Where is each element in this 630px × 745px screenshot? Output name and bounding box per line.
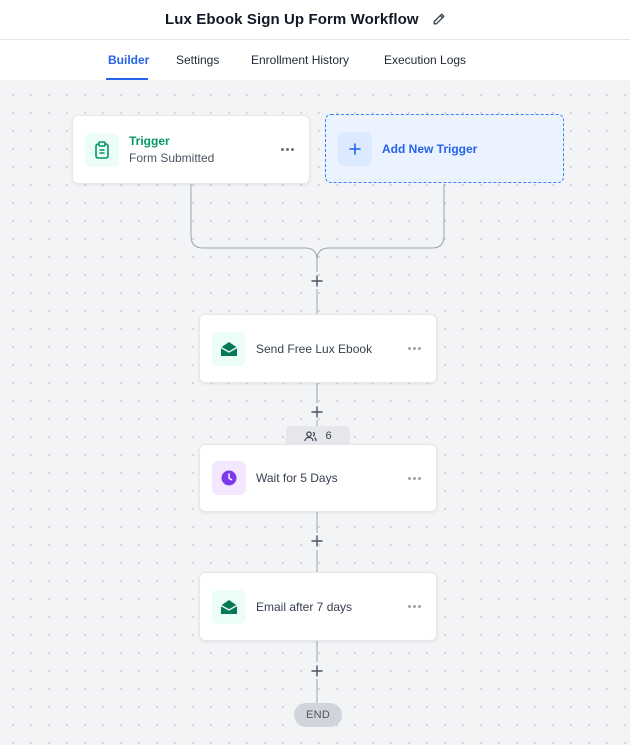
tab-settings[interactable]: Settings: [176, 53, 220, 67]
step-icon-box: [212, 331, 246, 366]
end-node: END: [294, 703, 342, 727]
plus-icon: [311, 535, 323, 547]
active-tab-indicator: [106, 78, 148, 80]
envelope-open-icon: [220, 341, 238, 356]
enrolled-count-badge[interactable]: 6: [286, 426, 350, 446]
more-icon: [407, 347, 411, 350]
pencil-icon: [433, 13, 445, 25]
clipboard-icon: [95, 140, 109, 159]
trigger-more-button[interactable]: [277, 142, 297, 158]
plus-icon: [311, 665, 323, 677]
step-more-button[interactable]: [404, 470, 424, 486]
envelope-open-icon: [220, 599, 238, 614]
add-step-button[interactable]: [310, 534, 324, 548]
step-more-button[interactable]: [404, 599, 424, 615]
tab-bar: Builder Settings Enrollment History Exec…: [0, 40, 630, 80]
step-label: Email after 7 days: [256, 599, 353, 614]
step-label: Wait for 5 Days: [256, 471, 338, 485]
add-step-button[interactable]: [310, 664, 324, 678]
trigger-subtitle: Form Submitted: [129, 151, 215, 165]
step-label: Send Free Lux Ebook: [256, 341, 373, 356]
plus-icon: [311, 406, 323, 418]
step-icon-box: [212, 461, 246, 495]
step-icon-box: [212, 589, 246, 624]
step-card-send-email[interactable]: Send Free Lux Ebook: [199, 314, 437, 383]
add-trigger-label: Add New Trigger: [382, 141, 478, 156]
more-icon: [280, 148, 284, 151]
step-card-wait[interactable]: Wait for 5 Days: [199, 444, 437, 512]
clock-icon: [221, 470, 237, 486]
trigger-icon-box: [85, 132, 119, 167]
more-icon: [407, 476, 411, 480]
add-trigger-icon-box: [338, 131, 372, 166]
trigger-label: Trigger: [129, 134, 170, 148]
enrolled-count: 6: [325, 430, 332, 442]
add-step-button[interactable]: [310, 274, 324, 288]
step-more-button[interactable]: [404, 341, 424, 357]
workflow-header: Lux Ebook Sign Up Form Workflow: [0, 0, 630, 40]
plus-icon: [349, 142, 361, 155]
tab-enrollment-history[interactable]: Enrollment History: [251, 53, 350, 67]
more-icon: [407, 605, 411, 608]
tab-execution-logs[interactable]: Execution Logs: [384, 53, 467, 67]
title-wrap: Lux Ebook Sign Up Form Workflow: [165, 8, 447, 30]
step-card-email[interactable]: Email after 7 days: [199, 572, 437, 641]
workflow-title: Lux Ebook Sign Up Form Workflow: [165, 10, 419, 28]
trigger-text: Trigger Form Submitted: [129, 134, 214, 165]
users-icon: [304, 430, 318, 441]
plus-icon: [311, 275, 323, 287]
trigger-card[interactable]: Trigger Form Submitted: [72, 115, 310, 184]
edit-title-button[interactable]: [431, 11, 447, 27]
tab-builder[interactable]: Builder: [108, 53, 150, 67]
add-new-trigger-button[interactable]: Add New Trigger: [325, 114, 564, 183]
add-step-button[interactable]: [310, 405, 324, 419]
